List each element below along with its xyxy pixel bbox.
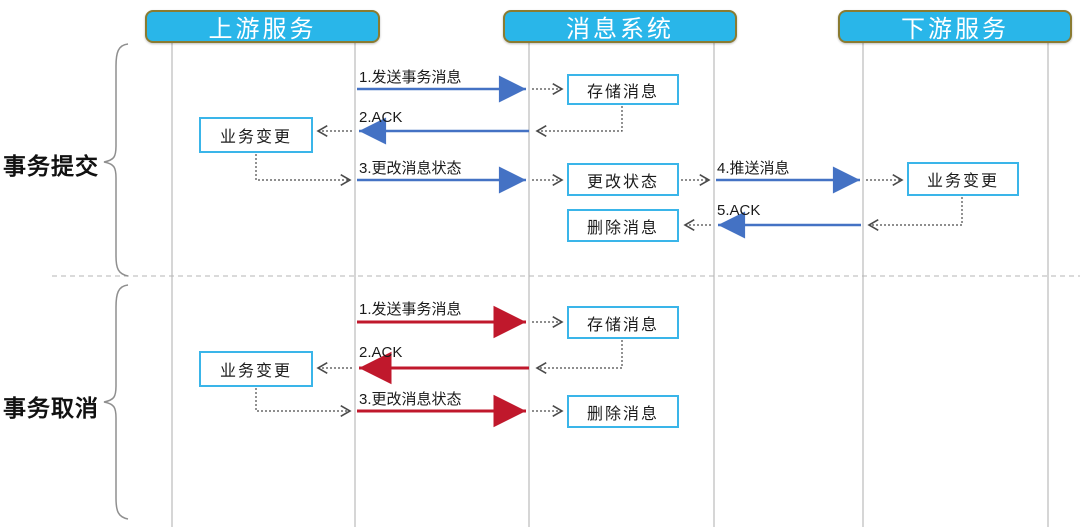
section-label-commit: 事务提交 xyxy=(3,153,99,179)
activity-box-store-message-bottom: 存储消息 xyxy=(567,306,679,339)
actor-header-downstream: 下游服务 xyxy=(838,10,1072,43)
dotted-connectors xyxy=(255,83,963,417)
message-label-commit-push: 4.推送消息 xyxy=(717,160,790,177)
connector-biz-right-return xyxy=(867,197,963,231)
connector-store-bottom-return xyxy=(535,340,623,374)
lifelines xyxy=(171,43,1049,527)
connector-store-top-return xyxy=(535,106,623,137)
activity-box-store-message-top: 存储消息 xyxy=(567,74,679,105)
brace-cancel-section xyxy=(103,284,129,520)
message-label-commit-ack2: 5.ACK xyxy=(717,202,761,219)
message-label-commit-ack: 2.ACK xyxy=(359,109,403,126)
connector-biz-left-top-out xyxy=(255,154,352,186)
message-label-cancel-change: 3.更改消息状态 xyxy=(359,391,462,408)
activity-box-business-change-right: 业务变更 xyxy=(907,162,1019,196)
connector-biz-left-bottom-out xyxy=(255,388,352,417)
actor-header-upstream: 上游服务 xyxy=(145,10,380,43)
section-label-cancel: 事务取消 xyxy=(3,395,99,421)
actor-header-message-system: 消息系统 xyxy=(503,10,737,43)
activity-box-business-change-left-bottom: 业务变更 xyxy=(199,351,313,387)
message-label-cancel-ack: 2.ACK xyxy=(359,344,403,361)
activity-box-business-change-left-top: 业务变更 xyxy=(199,117,313,153)
cancel-arrows xyxy=(357,305,529,428)
message-label-commit-change: 3.更改消息状态 xyxy=(359,160,462,177)
activity-box-delete-message-top: 删除消息 xyxy=(567,209,679,242)
activity-box-change-status: 更改状态 xyxy=(567,163,679,196)
message-label-commit-send: 1.发送事务消息 xyxy=(359,69,462,86)
message-label-cancel-send: 1.发送事务消息 xyxy=(359,301,462,318)
activity-box-delete-message-bottom: 删除消息 xyxy=(567,395,679,428)
commit-arrows xyxy=(357,75,861,239)
brace-commit-section xyxy=(103,43,129,277)
